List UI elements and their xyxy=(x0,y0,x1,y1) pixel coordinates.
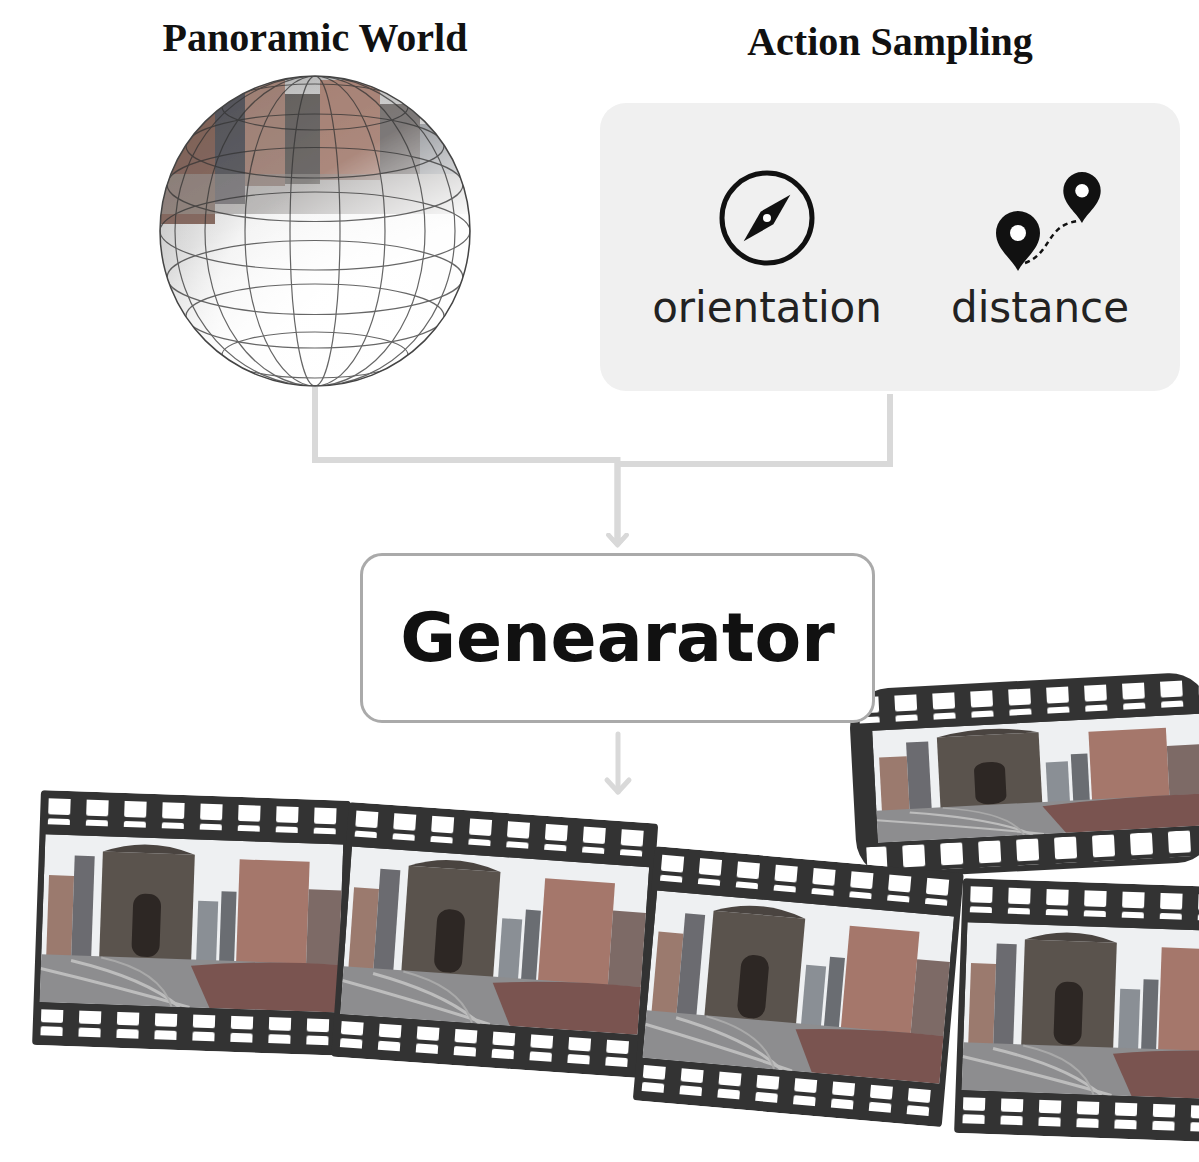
panorama-sphere xyxy=(125,14,505,384)
icon-label: distance xyxy=(951,283,1129,333)
distance-icon xyxy=(996,172,1101,271)
action-icons xyxy=(600,103,1180,391)
heading: Panoramic World xyxy=(125,14,505,62)
merge-connector xyxy=(315,387,618,545)
film-frame xyxy=(32,790,351,1056)
film-frame xyxy=(331,802,658,1078)
compass-icon xyxy=(722,173,812,263)
panorama-sphere-node: Panoramic World xyxy=(125,14,505,384)
merge-connector xyxy=(618,394,891,545)
film-roll xyxy=(848,671,1199,880)
generator-box: Genearator xyxy=(360,553,875,723)
generator-label: Genearator xyxy=(400,598,835,678)
output-arrow xyxy=(607,734,629,792)
film-frame xyxy=(633,846,964,1127)
sphere-grid xyxy=(160,76,470,386)
icon-label: orientation xyxy=(652,283,882,333)
action-panel: Action Samplingorientationdistance xyxy=(600,103,1180,391)
sphere-city xyxy=(155,74,485,394)
film-frame xyxy=(954,878,1199,1144)
heading: Action Sampling xyxy=(600,18,1180,66)
